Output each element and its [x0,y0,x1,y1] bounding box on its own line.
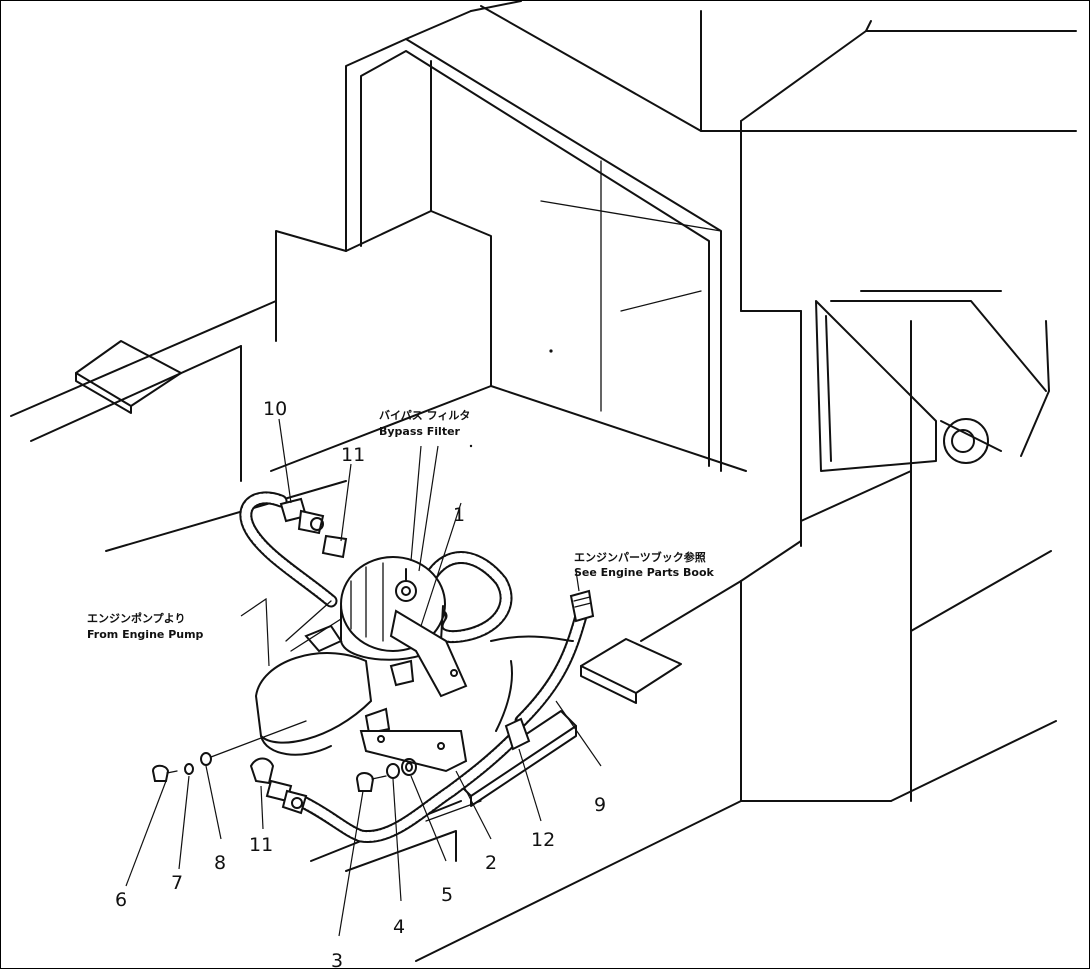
washer-8 [200,720,307,766]
callout-numbers: 1 2 3 4 5 6 7 8 9 10 11 11 12 [115,398,606,969]
machine-frame [10,1,1077,962]
bolt-6 [151,764,178,782]
bracket-1 [389,609,468,698]
fitting-11-upper [321,534,348,559]
callout-5: 5 [441,884,453,906]
note-bypass-en: Bypass Filter [379,425,461,438]
hose-lower [294,729,523,844]
note-bypass-filter: バイパス フィルタ Bypass Filter [379,409,470,438]
callout-9: 9 [594,794,606,816]
callout-11-lower: 11 [249,834,273,856]
clamp-12 [504,717,531,751]
fitting-10 [279,497,325,535]
callout-10: 10 [263,398,287,420]
note-engine-pump-en: From Engine Pump [87,628,204,641]
leader-lines [125,418,602,937]
fitting-11-lower [249,757,308,815]
note-engine-parts-jp: エンジンパーツブック参照 [574,550,706,564]
note-engine-pump-jp: エンジンポンプより [87,611,185,625]
note-engine-parts-en: See Engine Parts Book [574,566,715,579]
hose-9 [514,589,595,728]
callout-12: 12 [531,829,555,851]
callout-7: 7 [171,872,183,894]
washer-7 [184,763,194,775]
filter-head [254,600,415,756]
washer-5 [401,758,417,776]
washer-4 [386,763,400,779]
bolt-3 [355,772,387,792]
callout-11-upper: 11 [341,444,365,466]
callout-8: 8 [214,852,226,874]
callout-6: 6 [115,889,127,911]
note-engine-pump: エンジンポンプより From Engine Pump [87,611,204,641]
hose-10 [239,491,338,608]
callout-1: 1 [453,504,465,526]
bracket-2 [359,730,468,773]
callout-2: 2 [485,852,497,874]
note-bypass-jp: バイパス フィルタ [379,409,470,422]
callout-3: 3 [331,950,343,969]
callout-4: 4 [393,916,405,938]
note-engine-parts: エンジンパーツブック参照 See Engine Parts Book [574,550,715,579]
